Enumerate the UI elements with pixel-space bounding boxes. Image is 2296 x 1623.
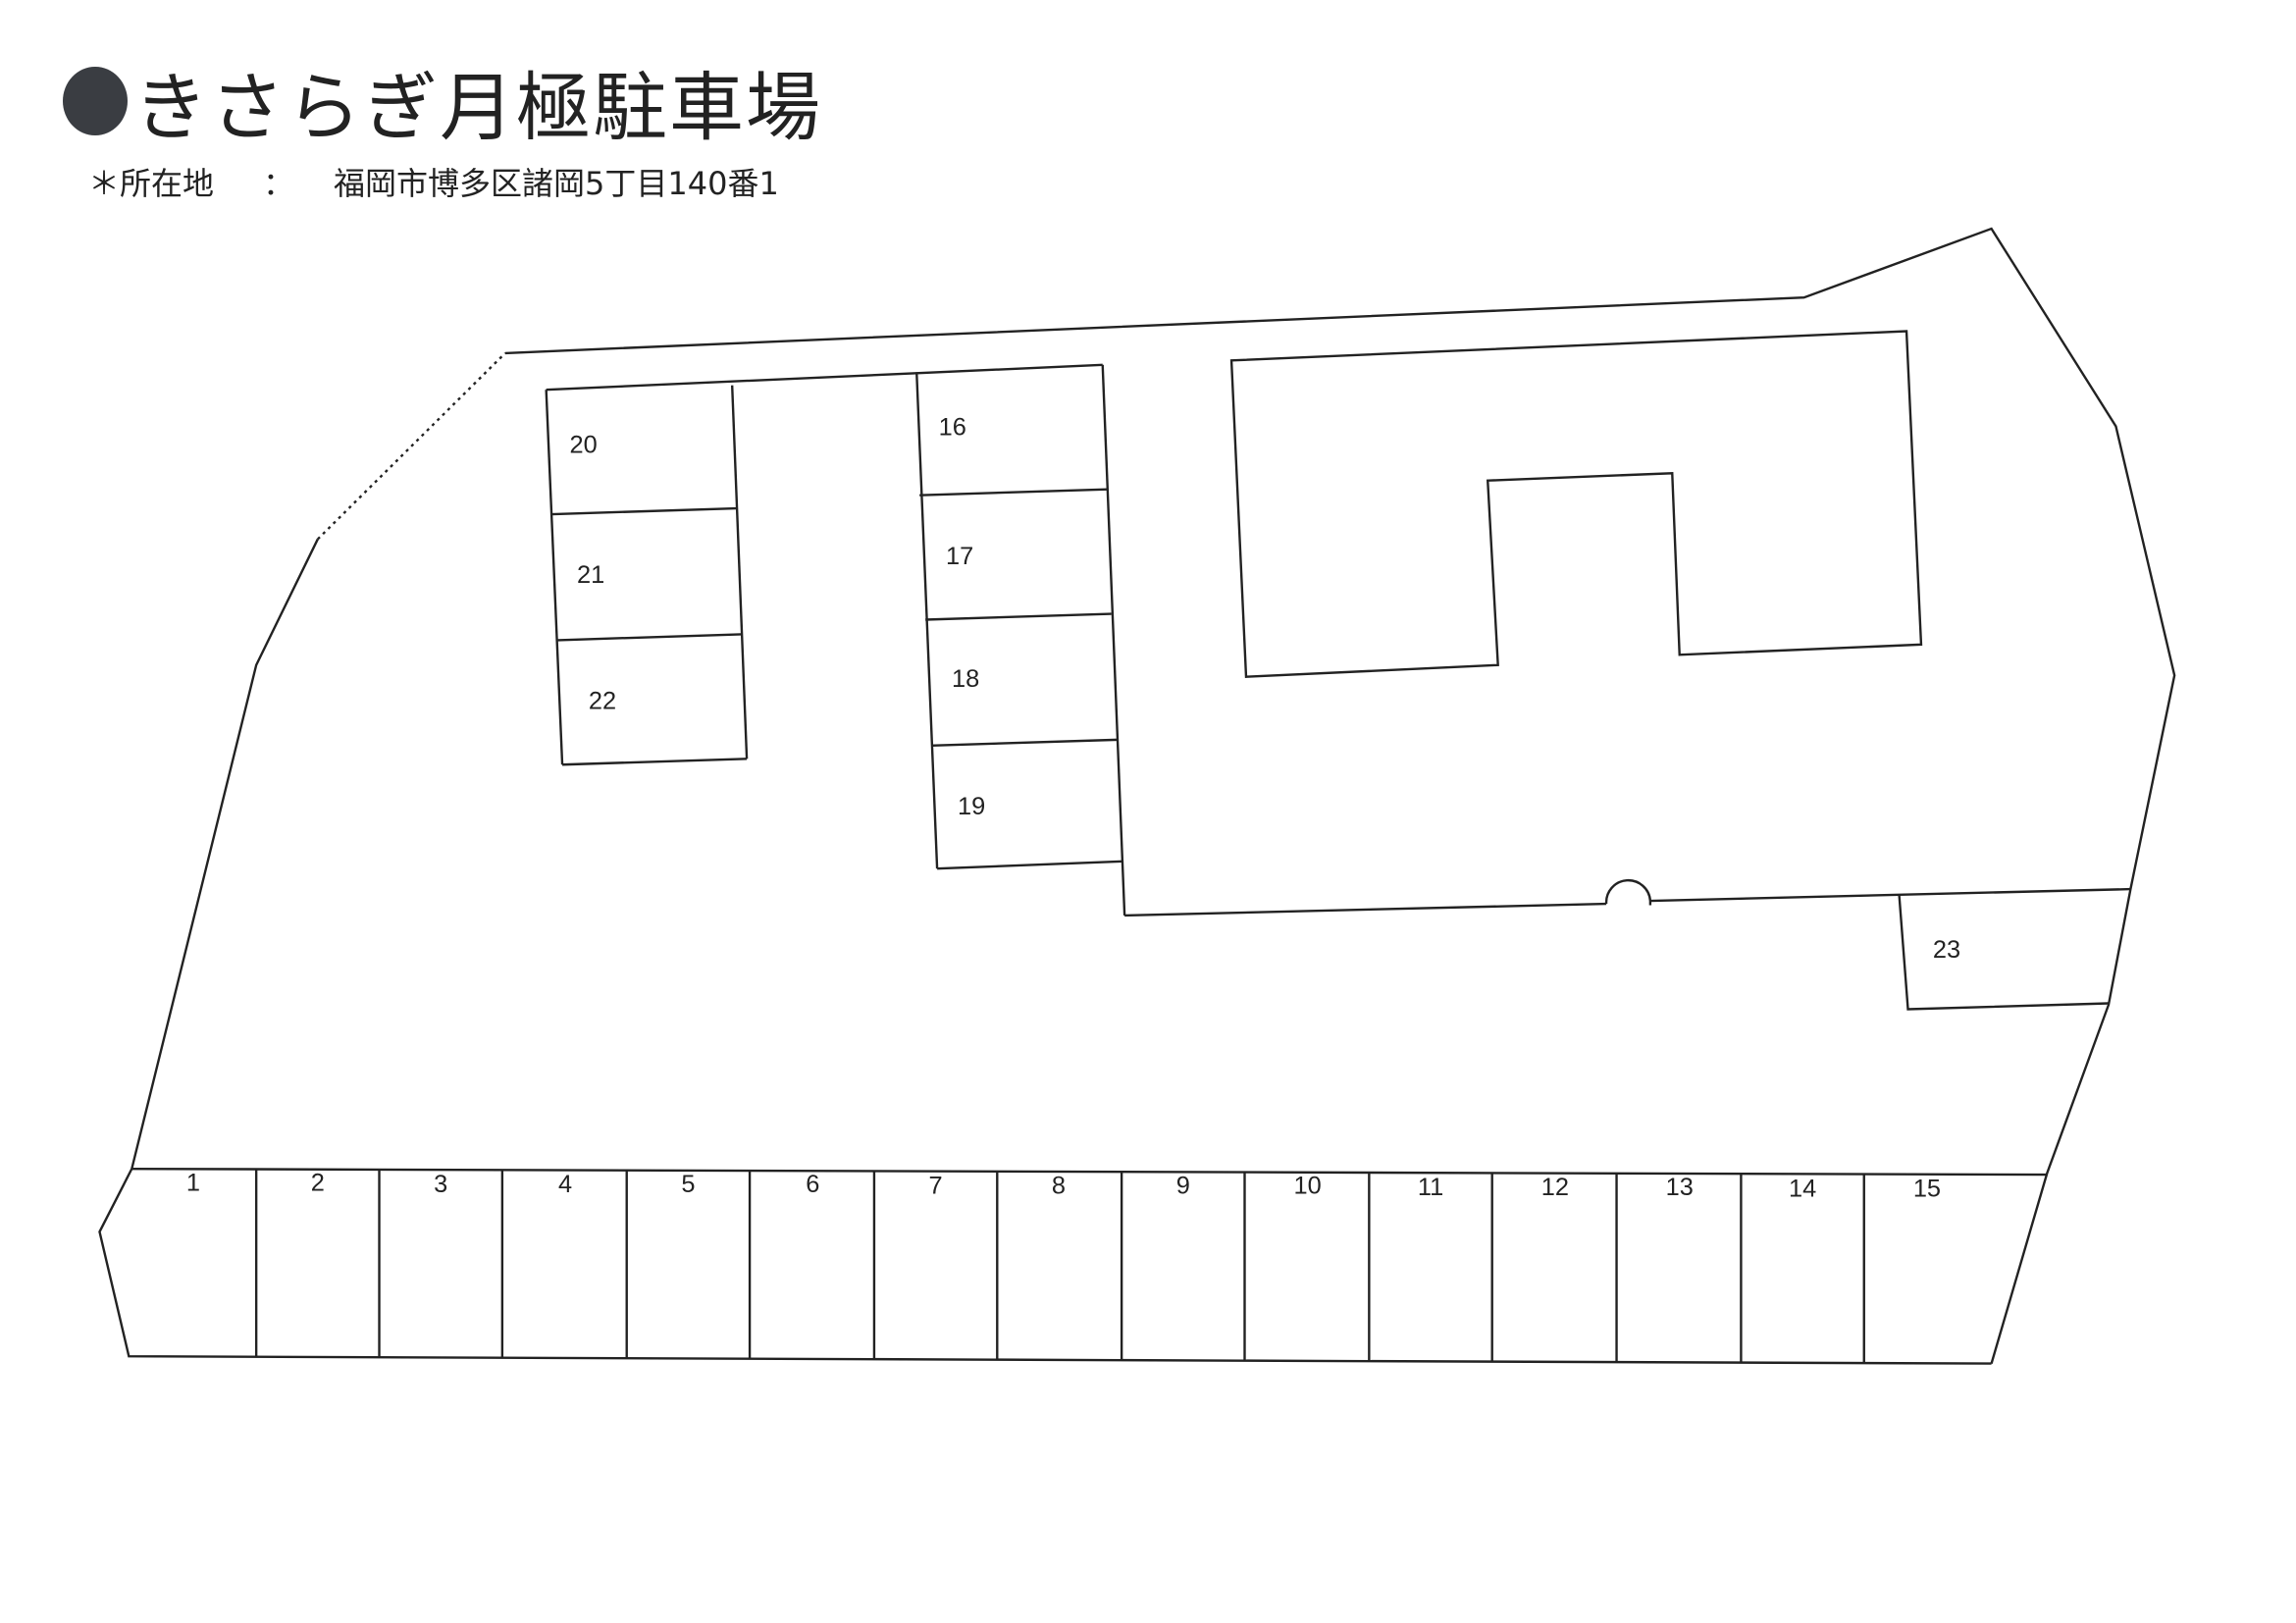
stall-line: [1101, 364, 1126, 916]
stall-number-22: 22: [589, 688, 616, 715]
stall-number-17: 17: [946, 543, 973, 570]
block-top-line: [546, 363, 1103, 392]
title-text: きさらぎ月極駐車場: [133, 64, 822, 151]
stall-number-7: 7: [929, 1173, 943, 1200]
stall-number-18: 18: [952, 665, 979, 693]
stall-line: [545, 390, 564, 765]
stall-line: [919, 488, 1108, 497]
stall-number-12: 12: [1541, 1174, 1569, 1201]
stall-line: [925, 612, 1112, 621]
stall-number-16: 16: [939, 413, 966, 441]
lot-boundary-left: [98, 538, 1992, 1365]
stall-number-14: 14: [1789, 1175, 1816, 1202]
building-outline: [1229, 330, 1923, 678]
stall-number-9: 9: [1176, 1173, 1190, 1200]
stall-number-11: 11: [1418, 1174, 1443, 1201]
bullet-icon: [63, 67, 128, 135]
gate-icon: [1604, 878, 1652, 906]
stall-line: [562, 758, 748, 766]
page-title: きさらぎ月極駐車場: [63, 47, 822, 155]
stall-number-6: 6: [806, 1171, 819, 1198]
building-line: [1649, 887, 2131, 903]
stall-number-19: 19: [958, 793, 985, 820]
stall-number-3: 3: [434, 1171, 447, 1198]
stall-line: [551, 506, 737, 516]
address-label: ＊所在地: [88, 165, 215, 202]
stall-number-2: 2: [311, 1170, 325, 1197]
address-line: ＊所在地 ： 福岡市博多区諸岡5丁目140番1: [88, 159, 779, 204]
stall-number-15: 15: [1913, 1175, 1941, 1202]
address-separator: ：: [263, 165, 295, 202]
stall-row-top: [131, 1167, 2048, 1177]
lot-boundary-dotted: [316, 352, 506, 541]
building-line: [1124, 902, 1607, 917]
stall-number-10: 10: [1294, 1173, 1322, 1200]
stall-dividers: [254, 1169, 1865, 1363]
stall-number-20: 20: [570, 431, 598, 458]
address-value: 福岡市博多区諸岡5丁目140番1: [334, 165, 779, 202]
stall-line: [931, 738, 1118, 748]
stall-number-21: 21: [577, 561, 604, 589]
stall-line: [557, 633, 742, 642]
stall-line: [730, 385, 749, 759]
stall-number-23: 23: [1933, 936, 1960, 964]
stall-number-8: 8: [1052, 1173, 1066, 1200]
stall-number-13: 13: [1666, 1174, 1694, 1201]
stall-number-1: 1: [186, 1170, 200, 1197]
stall-number-5: 5: [681, 1171, 695, 1198]
stall-line: [1898, 894, 2110, 1011]
stall-line: [937, 860, 1123, 870]
stall-number-4: 4: [558, 1171, 572, 1198]
lot-boundary: [504, 227, 2176, 1364]
